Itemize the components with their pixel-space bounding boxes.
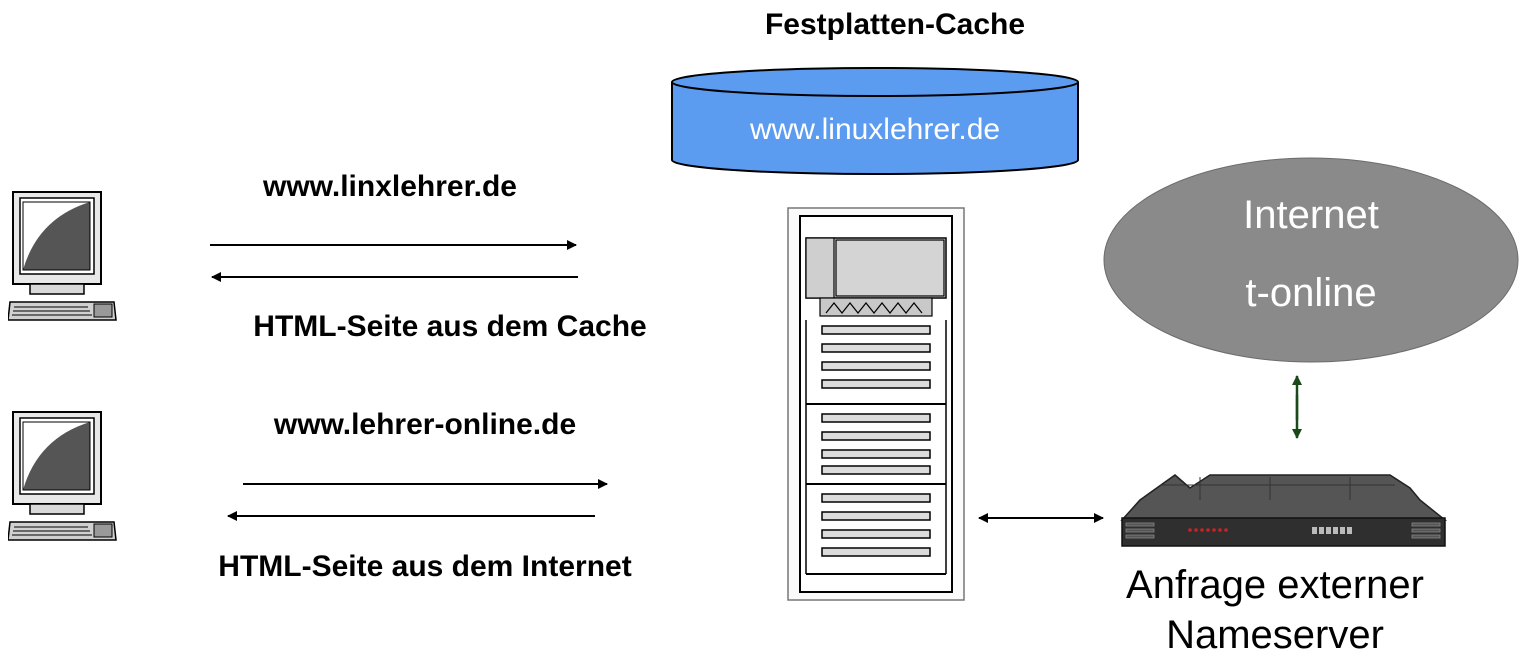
client-pc-1-icon <box>8 191 117 321</box>
proxy-server-icon <box>787 207 965 601</box>
cache-content-text: www.linuxlehrer.de <box>749 113 1000 146</box>
provider-label: t-online <box>1245 271 1376 315</box>
client2-response-label: HTML-Seite aus dem Internet <box>218 550 632 583</box>
internet-label: Internet <box>1243 193 1379 237</box>
cache-title: Festplatten-Cache <box>764 8 1026 41</box>
client1-request-label: www.linxlehrer.de <box>263 170 517 203</box>
client2-request-label: www.lehrer-online.de <box>273 408 577 441</box>
nameserver-caption: Anfrage externer Nameserver <box>1126 563 1424 657</box>
client-pc-2-icon <box>8 411 117 541</box>
router-icon <box>1120 474 1448 547</box>
disk-cache-cylinder <box>671 67 1079 175</box>
client1-response-label: HTML-Seite aus dem Cache <box>253 310 647 343</box>
internet-cloud <box>1103 157 1519 363</box>
